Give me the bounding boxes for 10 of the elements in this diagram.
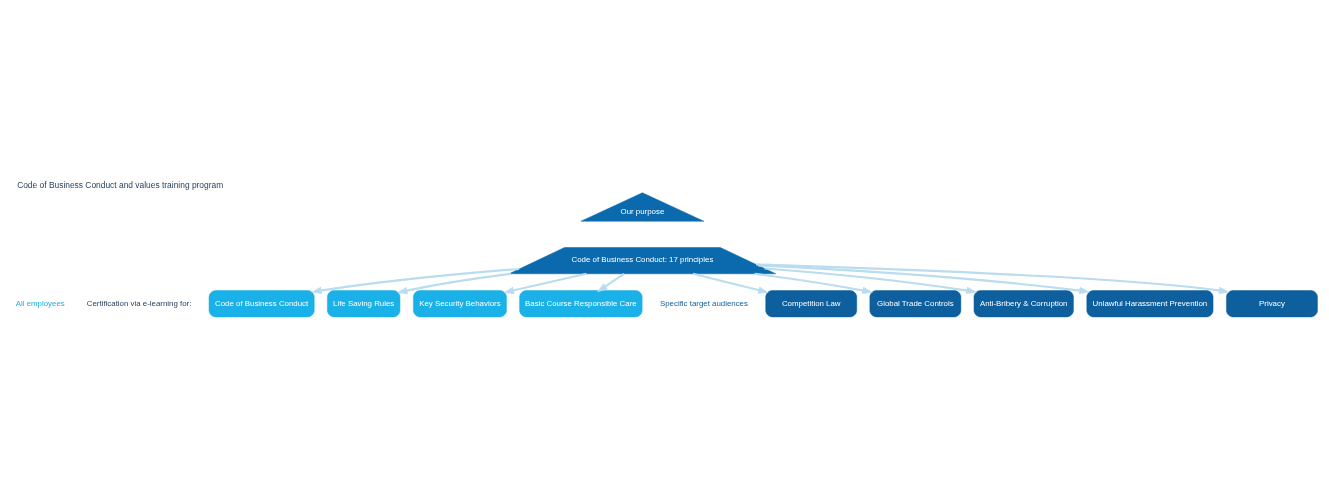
diagram-title: Code of Business Conduct and values training program [17, 179, 224, 190]
arrow [754, 272, 873, 294]
arrow [503, 272, 587, 294]
arrow [311, 267, 520, 294]
arrow [756, 262, 1230, 294]
arrow [758, 263, 1090, 294]
arrow [692, 272, 769, 294]
arrow [596, 272, 625, 292]
arrow [764, 266, 978, 294]
arrow [396, 272, 512, 294]
